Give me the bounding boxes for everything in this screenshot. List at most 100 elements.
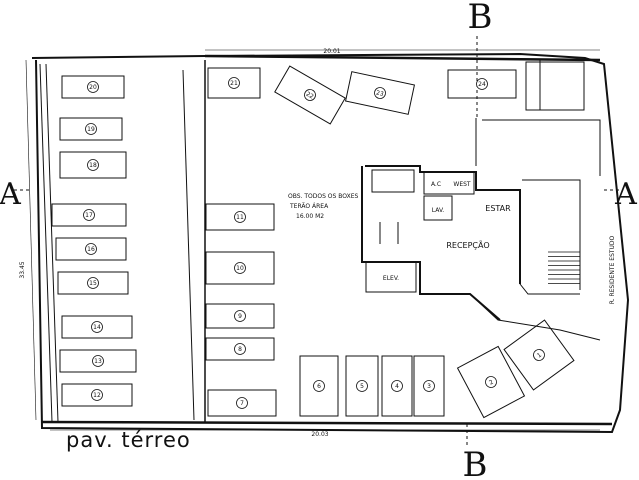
top-wall <box>204 54 601 62</box>
parking-box: 13 <box>59 349 137 373</box>
parking-box-outline <box>61 383 133 407</box>
lav-room <box>423 195 453 221</box>
parking-box-outline <box>345 355 379 417</box>
parking-box-marker <box>236 397 248 409</box>
left-wall-inner <box>45 63 59 423</box>
parking-box-number: 3 <box>427 383 431 390</box>
section-mark-a-right: A <box>614 177 637 212</box>
note-line-3: 16.00 M2 <box>296 213 324 220</box>
parking-box: 22 <box>274 65 346 125</box>
room-recepcao: RECEPÇÃO <box>446 240 489 250</box>
room-ac: A.C <box>431 181 441 188</box>
parking-box-marker <box>92 355 104 367</box>
room-estar: ESTAR <box>485 204 511 213</box>
parking-box-outline <box>413 355 445 417</box>
parking-box-outline <box>344 71 416 115</box>
note-line-2: TERÃO ÁREA <box>289 203 329 210</box>
stair-box <box>371 169 415 193</box>
elevator-room <box>365 261 417 293</box>
section-mark-b-top: B <box>468 0 493 37</box>
ac-room <box>423 171 475 195</box>
parking-box-marker <box>313 380 325 392</box>
parking-box-marker <box>356 380 368 392</box>
parking-box-number: 1 <box>536 352 543 360</box>
parking-box-outline <box>503 319 575 391</box>
parking-box: 23 <box>344 71 416 115</box>
parking-box-number: 24 <box>478 81 486 88</box>
parking-box-marker <box>85 243 97 255</box>
parking-box-number: 22 <box>305 91 315 101</box>
room-elev: ELEV. <box>383 275 399 282</box>
parking-box: 7 <box>207 389 277 417</box>
parking-box-marker <box>234 310 246 322</box>
note-line-1: OBS. TODOS OS BOXES <box>288 193 358 200</box>
parking-box: 8 <box>205 337 275 361</box>
parking-box-number: 15 <box>89 280 97 287</box>
parking-box-marker <box>476 78 488 90</box>
parking-box: 16 <box>55 237 127 261</box>
parking-box-number: 12 <box>93 392 101 399</box>
parking-box-marker <box>87 81 99 93</box>
parking-box: 5 <box>345 355 379 417</box>
parking-box: 10 <box>205 251 275 285</box>
parking-box: 19 <box>59 117 123 141</box>
ramp-line <box>182 69 195 421</box>
right-note: R. RESIDENTE ESTUDO <box>609 235 616 304</box>
parking-box-outline <box>207 389 277 417</box>
parking-box-marker <box>91 321 103 333</box>
parking-box-marker <box>374 87 386 99</box>
right-core-wall <box>519 283 580 295</box>
parking-box-outline <box>61 315 133 339</box>
reception-top-wall <box>482 119 601 176</box>
parking-box-number: 6 <box>317 383 321 390</box>
parking-box: 17 <box>51 203 127 227</box>
section-mark-b-bottom: B <box>463 445 488 480</box>
parking-box: 14 <box>61 315 133 339</box>
parking-box-marker <box>83 209 95 221</box>
room-lav: LAV. <box>432 207 445 214</box>
dimension-top: 20.01 <box>323 48 340 55</box>
parking-box: 1 <box>503 319 575 391</box>
parking-box-number: 8 <box>238 346 242 353</box>
parking-box: 12 <box>61 383 133 407</box>
parking-box-outline <box>205 251 275 285</box>
parking-box: 11 <box>205 203 275 231</box>
parking-box-number: 14 <box>93 324 101 331</box>
parking-box-outline <box>274 65 346 125</box>
parking-box-number: 17 <box>85 212 93 219</box>
parking-box: 9 <box>205 303 275 329</box>
parking-box-number: 7 <box>240 400 244 407</box>
dimension-line-left <box>25 59 37 421</box>
parking-box-marker <box>87 159 99 171</box>
parking-box-number: 10 <box>236 265 244 272</box>
parking-box-number: 18 <box>89 162 97 169</box>
parking-box: 18 <box>59 151 127 179</box>
left-wall-outer <box>39 63 53 423</box>
parking-box-number: 9 <box>238 313 242 320</box>
right-top-room <box>525 61 585 111</box>
bottom-wall <box>41 420 613 426</box>
parking-box: 21 <box>207 67 261 99</box>
parking-box-outline <box>207 67 261 99</box>
parking-box-marker <box>485 376 497 388</box>
parking-box-number: 4 <box>395 383 399 390</box>
reception-diagonal <box>469 293 601 341</box>
parking-box-outline <box>59 117 123 141</box>
right-core-wall <box>522 179 581 290</box>
parking-box-outline <box>51 203 127 227</box>
parking-box-number: 19 <box>87 126 95 133</box>
section-mark-a-left: A <box>0 177 21 212</box>
parking-box-outline <box>456 345 526 419</box>
parking-box-marker <box>87 277 99 289</box>
parking-box-number: 2 <box>488 379 495 387</box>
parking-box-marker <box>234 262 246 274</box>
parking-box: 4 <box>381 355 413 417</box>
parking-box-number: 16 <box>87 246 95 253</box>
parking-box: 24 <box>447 69 517 99</box>
parking-box-marker <box>391 380 403 392</box>
parking-box: 20 <box>61 75 125 99</box>
parking-box-marker <box>91 389 103 401</box>
